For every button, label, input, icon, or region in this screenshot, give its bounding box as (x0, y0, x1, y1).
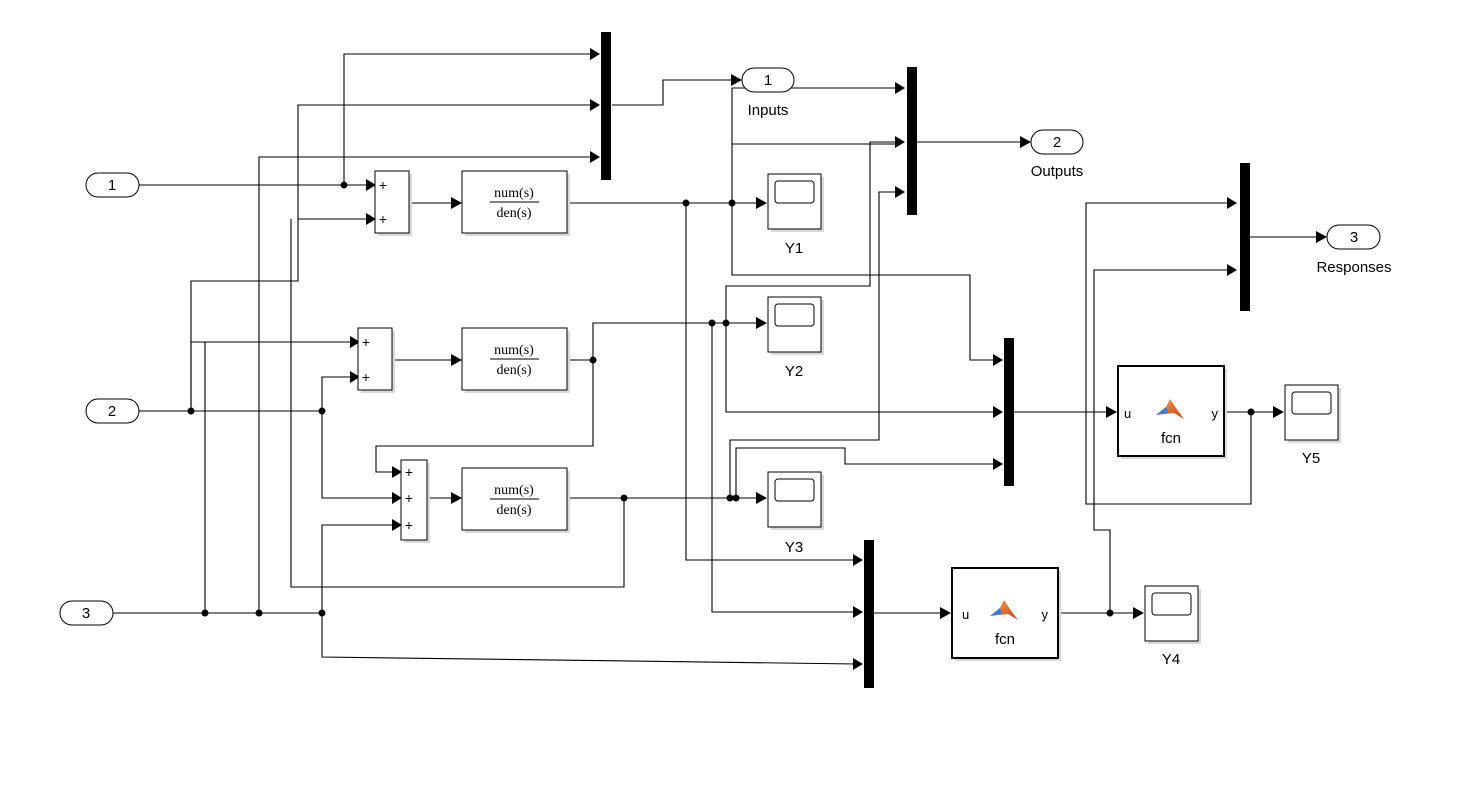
outport-1-number: 1 (764, 72, 772, 89)
mux-fcn2-input[interactable] (1004, 338, 1014, 486)
sum-block-3[interactable]: + + + (400, 459, 430, 543)
mux-responses[interactable] (1240, 163, 1250, 311)
scope-y1-label: Y1 (785, 240, 803, 257)
outport-3-number: 3 (1350, 229, 1358, 246)
fcn1-output-port: y (1042, 607, 1049, 622)
outport-3-label: Responses (1316, 259, 1391, 276)
scope-y5-label: Y5 (1302, 450, 1320, 467)
matlab-function-block-2[interactable]: u y fcn (1117, 365, 1227, 459)
sum-1-sign-1: + (379, 177, 387, 193)
signal-arrowheads (350, 48, 1327, 670)
scope-y2-label: Y2 (785, 363, 803, 380)
tf-3-denominator: den(s) (497, 503, 532, 518)
transfer-fcn-3[interactable]: num(s) den(s) (461, 467, 570, 533)
outport-2-number: 2 (1053, 134, 1061, 151)
scope-y3-label: Y3 (785, 539, 803, 556)
matlab-logo-icon (1156, 399, 1184, 419)
mux-outputs[interactable] (907, 67, 917, 215)
tf-2-denominator: den(s) (497, 363, 532, 378)
sum-block-2[interactable]: + + (357, 327, 395, 393)
tf-3-numerator: num(s) (494, 483, 534, 498)
fcn1-name: fcn (995, 631, 1015, 648)
fcn2-name: fcn (1161, 430, 1181, 447)
transfer-fcn-2[interactable]: num(s) den(s) (461, 327, 570, 393)
sum-2-sign-1: + (362, 334, 370, 350)
outport-1-label: Inputs (748, 102, 789, 119)
inport-1-number: 1 (108, 177, 116, 194)
sum-3-sign-1: + (405, 464, 413, 480)
sum-3-sign-2: + (405, 490, 413, 506)
scope-y5[interactable]: Y5 (1284, 384, 1341, 467)
inport-1[interactable]: 1 (85, 172, 140, 198)
scope-y3[interactable]: Y3 (767, 471, 824, 556)
fcn2-output-port: y (1212, 406, 1219, 421)
scope-y2[interactable]: Y2 (767, 296, 824, 380)
outport-inputs[interactable]: 1 Inputs (741, 67, 795, 119)
tf-2-numerator: num(s) (494, 343, 534, 358)
sum-1-sign-2: + (379, 211, 387, 227)
scope-y4-label: Y4 (1162, 651, 1180, 668)
tf-1-numerator: num(s) (494, 186, 534, 201)
mux-inputs[interactable] (601, 32, 611, 180)
branch-points (187, 181, 1255, 617)
outport-2-label: Outputs (1031, 163, 1084, 180)
mux-fcn1-input[interactable] (864, 540, 874, 688)
fcn1-input-port: u (962, 607, 969, 622)
matlab-function-block-1[interactable]: u y fcn (951, 567, 1061, 661)
matlab-logo-icon (990, 600, 1018, 620)
outport-responses[interactable]: 3 Responses (1316, 224, 1392, 276)
inport-2[interactable]: 2 (85, 398, 140, 424)
sum-block-1[interactable]: + + (374, 170, 412, 236)
inport-3-number: 3 (82, 605, 90, 622)
signal-lines (112, 53, 1320, 665)
inport-3[interactable]: 3 (59, 600, 114, 626)
fcn2-input-port: u (1124, 406, 1131, 421)
sum-3-sign-3: + (405, 517, 413, 533)
inport-2-number: 2 (108, 403, 116, 420)
outport-outputs[interactable]: 2 Outputs (1030, 129, 1084, 180)
scope-y1[interactable]: Y1 (767, 173, 824, 257)
transfer-fcn-1[interactable]: num(s) den(s) (461, 170, 570, 236)
scope-y4[interactable]: Y4 (1144, 585, 1201, 668)
sum-2-sign-2: + (362, 369, 370, 385)
tf-1-denominator: den(s) (497, 206, 532, 221)
